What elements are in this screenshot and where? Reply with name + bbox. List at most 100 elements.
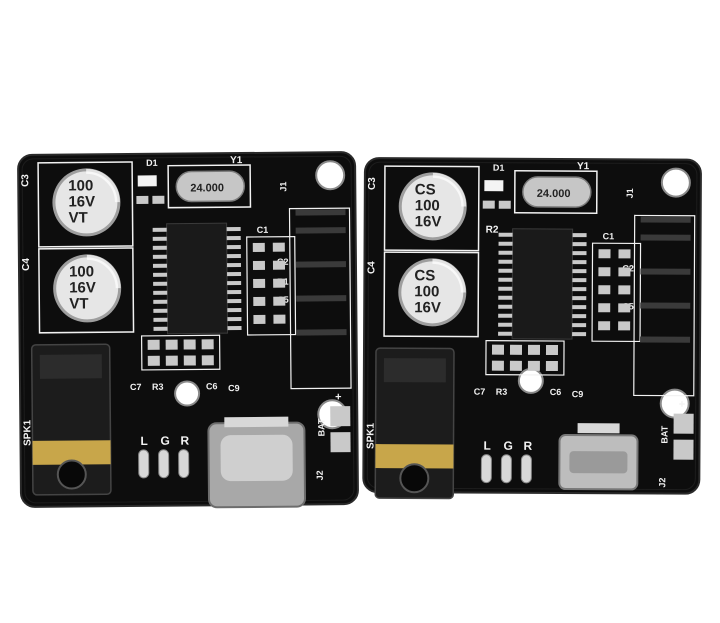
lgr-pad (500, 454, 512, 484)
ic-pin (152, 227, 167, 232)
smd-group-outline (485, 340, 565, 376)
smd-pad (272, 260, 286, 270)
smd-pad (201, 355, 214, 366)
ic-pin (226, 263, 241, 268)
bat-pad (330, 432, 351, 453)
ic-chip (498, 228, 587, 340)
silk-label-y1: Y1 (577, 161, 590, 172)
silk-label-c3: C3 (367, 177, 378, 190)
ic-pin (153, 326, 168, 331)
crystal-y1 (175, 170, 246, 203)
smd-pad (273, 278, 286, 288)
smd-pad (545, 344, 559, 356)
jack-label-area (383, 358, 446, 383)
smd-pad (598, 249, 611, 259)
smd-pad (253, 296, 266, 306)
ic-pin (153, 317, 168, 322)
silk-label-plus: + (679, 399, 686, 411)
ic-pin (498, 259, 513, 264)
crystal-outline (167, 164, 252, 209)
jack-gold-contact (375, 444, 454, 469)
smd-pad (147, 355, 160, 366)
silk-label-c7: C7 (474, 387, 486, 397)
ic-pin (572, 305, 587, 310)
crystal-outline (513, 170, 598, 214)
bat-pad (673, 413, 694, 434)
cap-marking: 16V (414, 299, 441, 316)
silk-label-spk: SPK1 (365, 422, 376, 449)
smd-pad (527, 344, 541, 355)
smd-pad (183, 355, 196, 366)
antenna-trace (640, 216, 691, 343)
jack-hole (399, 463, 430, 494)
silk-label-g: G (160, 434, 169, 448)
smd-resistor (152, 195, 165, 204)
silk-label-y1: Y1 (230, 155, 243, 166)
silk-label-bat: BAT (316, 418, 326, 436)
smd-group-outline (246, 235, 297, 336)
smd-pad (201, 339, 214, 350)
smd-pad (273, 314, 286, 324)
smd-resistor (136, 195, 149, 204)
ic-pin (572, 278, 587, 283)
ic-pin (572, 332, 587, 337)
cap-marking: CS (414, 267, 435, 284)
ic-pin (498, 286, 513, 291)
silk-label-bat: BAT (660, 425, 670, 443)
micro-usb-connector (558, 423, 639, 491)
usb-opening (220, 434, 293, 482)
jack-gold-contact (32, 440, 111, 465)
silk-label-c7: C7 (130, 382, 142, 392)
usb-opening (569, 451, 628, 474)
smd-pad (165, 339, 178, 350)
smd-pad (527, 360, 540, 371)
ic-pin (153, 290, 168, 295)
silk-label-c6: C6 (550, 387, 562, 397)
cap-top (56, 257, 119, 320)
cap-marking: 16V (415, 213, 442, 230)
mounting-hole (517, 367, 544, 394)
silk-label-d1: D1 (493, 163, 505, 173)
mounting-hole (315, 160, 346, 191)
silk-label-r3: R3 (496, 387, 508, 397)
silk-label-c1: C1 (257, 225, 269, 235)
board-left: 10016VVT10016VVTC3C4D1Y1J1C1C2R1C5R3C6C9… (17, 151, 359, 509)
smd-pad (618, 303, 631, 313)
ic-pin (572, 314, 587, 319)
ic-pin (498, 295, 513, 300)
ic-pin (152, 254, 167, 259)
lgr-pad (158, 449, 170, 479)
smd-pad (509, 360, 522, 371)
lgr-pad (520, 454, 532, 484)
smd-pad (598, 267, 611, 277)
silk-label-plus: + (335, 391, 342, 403)
ic-pin (153, 272, 168, 277)
smd-pad (272, 242, 285, 252)
smd-group-outline (591, 242, 642, 343)
silk-label-c1: C1 (603, 231, 615, 241)
cap-highlight (86, 168, 120, 203)
ic-pin (572, 287, 587, 292)
pcb-edge (21, 155, 355, 504)
smd-pad (253, 278, 266, 288)
cap-marking: 16V (69, 279, 96, 296)
cap-highlight (432, 172, 467, 207)
crystal-marking: 24.000 (537, 188, 571, 200)
ic-pin (226, 254, 241, 259)
ic-pin (498, 277, 513, 282)
smd-pad (618, 321, 631, 331)
silk-label-r: R (523, 439, 532, 453)
ic-pin (572, 233, 587, 238)
cap-outline (37, 161, 134, 248)
smd-pad (491, 360, 504, 371)
ic-pin (498, 241, 513, 246)
lgr-pad (178, 449, 190, 479)
silk-label-c4: C4 (21, 258, 32, 271)
cap-marking: CS (415, 181, 436, 198)
ic-pin (498, 232, 513, 237)
lgr-pad (480, 454, 492, 484)
ic-pin (572, 296, 587, 301)
audio-jack (374, 347, 455, 500)
crystal-marking: 24.000 (190, 182, 224, 194)
